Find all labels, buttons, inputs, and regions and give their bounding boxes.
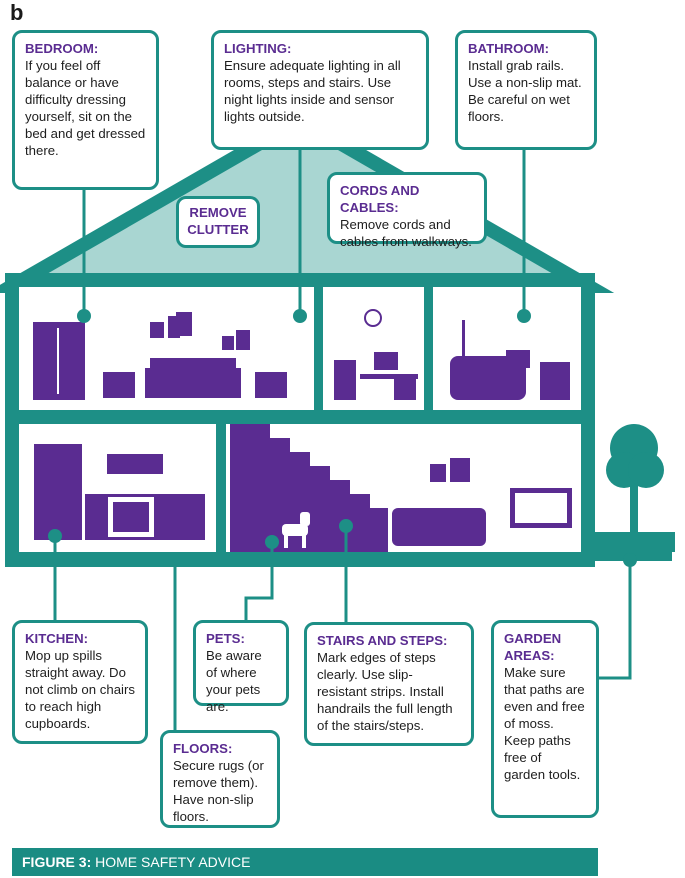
panel-label: b — [10, 0, 24, 25]
clutter-heading: REMOVE CLUTTER — [187, 205, 249, 237]
study-furniture — [334, 309, 418, 400]
garden-heading: GARDEN AREAS: — [504, 631, 562, 663]
floors-body: Secure rugs (or remove them). Have non-s… — [173, 758, 264, 824]
dog-icon — [282, 512, 310, 548]
floor-divider — [12, 410, 588, 424]
bathroom-fixtures — [450, 320, 570, 400]
floors-heading: FLOORS: — [173, 741, 233, 756]
lower-wall — [216, 418, 226, 560]
lighting-heading: LIGHTING: — [224, 41, 292, 56]
bedroom-heading: BEDROOM: — [25, 41, 99, 56]
cords-heading: CORDS AND CABLES: — [340, 183, 420, 215]
figure-caption-bar: FIGURE 3: HOME SAFETY ADVICE — [12, 848, 598, 876]
stairs-body: Mark edges of steps clearly. Use slip-re… — [317, 650, 453, 733]
figure-caption-label: FIGURE 3: — [22, 854, 92, 870]
callout-dots — [48, 309, 637, 567]
figure-caption-text: HOME SAFETY ADVICE — [95, 854, 251, 870]
lighting-body: Ensure adequate lighting in all rooms, s… — [224, 58, 401, 124]
garden-callout: GARDEN AREAS: Make sure that paths are e… — [491, 620, 599, 818]
ground-line — [12, 552, 672, 561]
cords-callout: CORDS AND CABLES: Remove cords and cable… — [327, 172, 487, 249]
kitchen-callout: KITCHEN: Mop up spills straight away. Do… — [12, 620, 148, 744]
bedroom-body: If you feel off balance or have difficul… — [25, 58, 146, 158]
kitchen-furniture — [34, 444, 205, 540]
garden-scene — [595, 424, 675, 552]
stairs-callout: STAIRS AND STEPS: Mark edges of steps cl… — [304, 622, 474, 746]
pets-heading: PETS: — [206, 631, 245, 646]
bathroom-callout: BATHROOM: Install grab rails. Use a non-… — [455, 30, 597, 150]
bedroom-callout: BEDROOM: If you feel off balance or have… — [12, 30, 159, 190]
upper-wall-2 — [424, 280, 433, 415]
pets-body: Be aware of where your pets are. — [206, 648, 262, 714]
callout-connectors — [53, 150, 632, 730]
bathroom-body: Install grab rails. Use a non-slip mat. … — [468, 58, 582, 124]
upper-wall-1 — [314, 280, 323, 415]
lighting-callout: LIGHTING: Ensure adequate lighting in al… — [211, 30, 429, 150]
kitchen-body: Mop up spills straight away. Do not clim… — [25, 648, 135, 731]
cords-body: Remove cords and cables from walkways. — [340, 217, 472, 249]
floors-callout: FLOORS: Secure rugs (or remove them). Ha… — [160, 730, 280, 828]
stairs-heading: STAIRS AND STEPS: — [317, 633, 448, 648]
figure-caption: FIGURE 3: HOME SAFETY ADVICE — [22, 854, 250, 870]
kitchen-heading: KITCHEN: — [25, 631, 89, 646]
clutter-callout: REMOVE CLUTTER — [176, 196, 260, 248]
garden-body: Make sure that paths are even and free o… — [504, 665, 585, 782]
clock-icon — [364, 309, 382, 327]
living-room-furniture — [392, 458, 572, 546]
bedroom-furniture — [33, 312, 287, 400]
bathroom-heading: BATHROOM: — [468, 41, 550, 56]
pets-callout: PETS: Be aware of where your pets are. — [193, 620, 289, 714]
